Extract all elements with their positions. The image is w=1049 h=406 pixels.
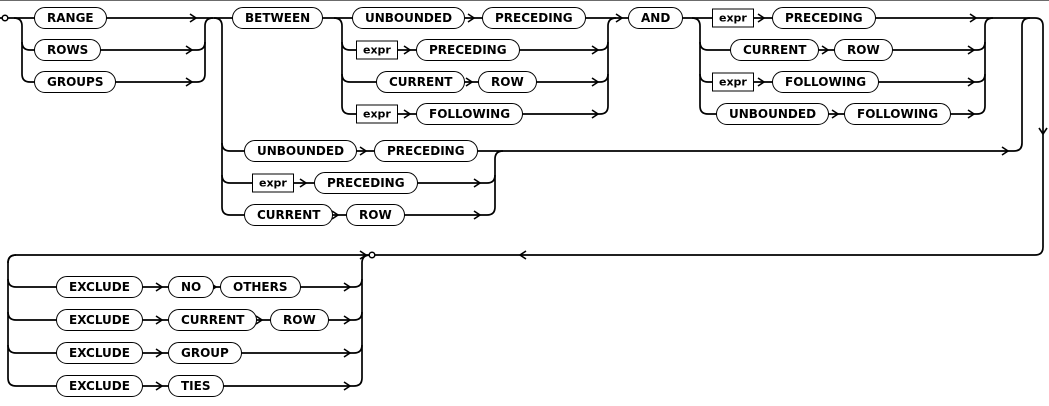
top-divider-line <box>0 0 1049 1</box>
terminal-groups: GROUPS <box>34 71 117 93</box>
arrowheads <box>155 13 1048 391</box>
terminal-row-2: ROW <box>834 39 893 61</box>
and-bounds-branch-arc2 <box>699 73 709 83</box>
frame-type-branch <box>13 17 31 83</box>
nonterminal-expr-5: expr <box>252 173 294 193</box>
terminal-exclude-3: EXCLUDE <box>56 342 143 364</box>
exclude-bypass-curve <box>7 254 17 264</box>
terminal-preceding-1: PRECEDING <box>482 7 586 29</box>
terminal-row-4: ROW <box>270 309 329 331</box>
frame-type-branch-mid <box>21 41 31 51</box>
and-bounds-branch-arc1 <box>699 41 709 51</box>
single-bound-row3 <box>230 206 496 216</box>
and-bounds-branch <box>691 17 709 115</box>
single-bound-row1 <box>230 17 1031 152</box>
terminal-preceding-3: PRECEDING <box>772 7 876 29</box>
start-marker-icon <box>1 14 9 22</box>
terminal-current-3: CURRENT <box>244 204 334 226</box>
terminal-exclude-1: EXCLUDE <box>56 276 143 298</box>
terminal-row-1: ROW <box>478 71 537 93</box>
between-bounds-row4 <box>350 105 609 115</box>
terminal-exclude-2: EXCLUDE <box>56 309 143 331</box>
and-bounds-row4 <box>708 105 986 115</box>
terminal-others: OTHERS <box>220 276 301 298</box>
main-rail <box>0 17 1044 387</box>
single-bound-join <box>494 150 504 207</box>
terminal-unbounded-2: UNBOUNDED <box>716 103 830 125</box>
terminal-ties: TIES <box>168 375 224 397</box>
terminal-following-3: FOLLOWING <box>844 103 952 125</box>
nonterminal-expr-3: expr <box>712 8 754 28</box>
frame-start-branch-arc1 <box>221 142 231 152</box>
nonterminal-expr-4: expr <box>712 72 754 92</box>
right-arrowheads-icon <box>155 13 1010 391</box>
terminal-group: GROUP <box>168 342 242 364</box>
and-bounds-join <box>984 17 994 106</box>
between-bounds-branch-arc1 <box>341 41 351 51</box>
between-bounds-branch <box>333 17 351 115</box>
nonterminal-expr-2: expr <box>356 104 398 124</box>
end-marker-icon <box>368 251 376 259</box>
terminal-row-3: ROW <box>346 204 405 226</box>
down-arrowhead-icon <box>1038 127 1048 136</box>
terminal-following-1: FOLLOWING <box>416 103 524 125</box>
terminal-and: AND <box>628 7 684 29</box>
terminal-exclude-4: EXCLUDE <box>56 375 143 397</box>
nonterminal-expr-1: expr <box>356 40 398 60</box>
between-bounds-branch-arc2 <box>341 73 351 83</box>
terminal-between: BETWEEN <box>232 7 324 29</box>
terminal-following-2: FOLLOWING <box>772 71 880 93</box>
terminal-preceding-2: PRECEDING <box>416 39 520 61</box>
frame-start-branch <box>213 17 231 216</box>
terminal-current-4: CURRENT <box>168 309 258 331</box>
terminal-range: RANGE <box>34 7 107 29</box>
frame-type-row3 <box>30 73 206 83</box>
terminal-preceding-4: PRECEDING <box>374 140 478 162</box>
between-bounds-join <box>607 17 617 106</box>
terminal-current-2: CURRENT <box>730 39 820 61</box>
terminal-current-1: CURRENT <box>376 71 466 93</box>
terminal-unbounded-3: UNBOUNDED <box>244 140 358 162</box>
terminal-unbounded-1: UNBOUNDED <box>352 7 466 29</box>
left-arrowhead-icon <box>518 250 527 260</box>
terminal-no: NO <box>168 276 215 298</box>
frame-start-branch-arc2 <box>221 174 231 184</box>
terminal-rows: ROWS <box>34 39 102 61</box>
frame-type-join <box>204 17 214 74</box>
terminal-preceding-5: PRECEDING <box>314 172 418 194</box>
